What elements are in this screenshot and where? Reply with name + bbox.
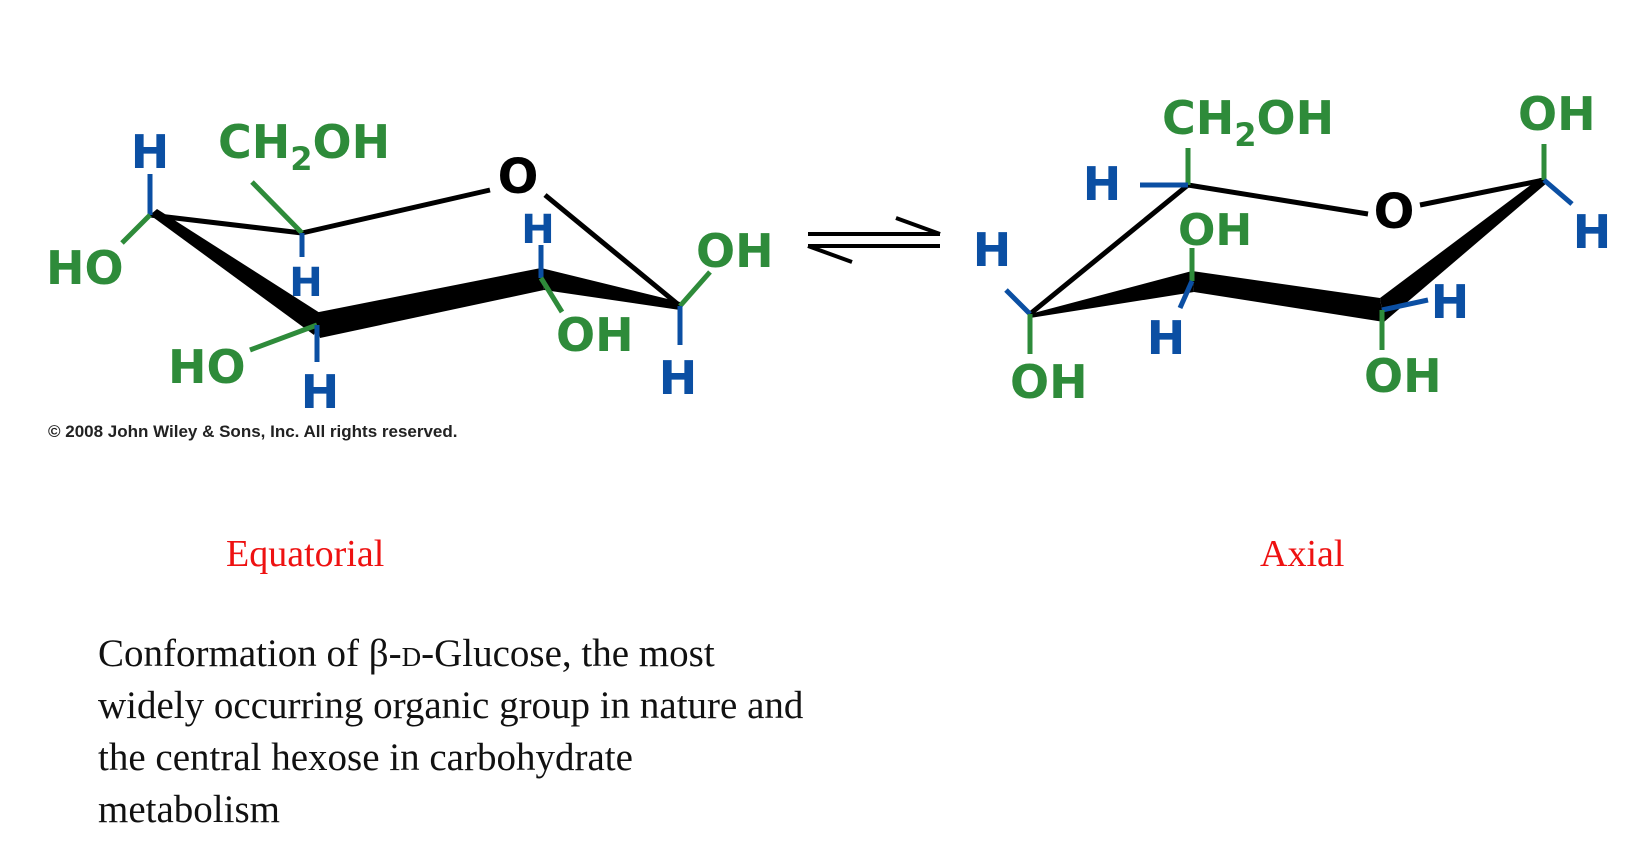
caption-part-1: Conformation of β- — [98, 632, 402, 675]
caption-part-2: -Glucose, the most widely occurring orga… — [98, 632, 804, 831]
subscript-2: 2 — [1234, 116, 1256, 154]
forward-arrow-head — [895, 216, 941, 236]
ch-part: CH — [1162, 91, 1234, 145]
hydrogen-label: H — [1431, 275, 1470, 329]
hydroxyl-label: HO — [168, 340, 246, 394]
bond-green — [120, 213, 152, 245]
ring-bond — [1419, 177, 1545, 208]
copyright-notice: © 2008 John Wiley & Sons, Inc. All right… — [48, 422, 458, 441]
ring-bond — [1187, 182, 1369, 217]
bond-green — [250, 180, 304, 235]
subscript-2: 2 — [290, 140, 312, 178]
axial-structure: CH2OH OH H OH O H H H H OH OH — [973, 87, 1612, 409]
caption-small-caps-d: d — [401, 632, 422, 675]
hydrogen-label: H — [973, 223, 1012, 277]
ch-part: CH — [218, 115, 290, 169]
bond-blue — [1004, 288, 1032, 316]
bond-green — [678, 270, 712, 308]
wedge-bond — [541, 268, 680, 310]
ring-bond — [149, 212, 303, 236]
bond-blue — [1177, 279, 1195, 310]
hydroxyl-label: HO — [46, 241, 124, 295]
hydrogen-label: H — [1573, 205, 1612, 259]
ring-oxygen-label: O — [498, 149, 539, 205]
ring-bond — [543, 193, 682, 308]
bond-blue — [1542, 178, 1574, 206]
ring-bond — [1028, 183, 1190, 316]
oh-part: OH — [1257, 91, 1335, 145]
hydrogen-label: H — [289, 260, 322, 306]
equatorial-label: Equatorial — [226, 533, 385, 575]
bond-green — [538, 276, 565, 314]
ring-oxygen-label: O — [1374, 184, 1415, 240]
reverse-arrow-head — [807, 244, 853, 264]
wedge-bond — [314, 268, 544, 338]
hydrogen-label: H — [521, 207, 554, 253]
wedge-bond — [1030, 271, 1194, 318]
hydrogen-label: H — [301, 365, 340, 419]
hydroxyl-label: OH — [1178, 205, 1252, 256]
equatorial-structure: H HO CH2OH H O H OH HO H OH H — [46, 115, 774, 419]
hydroxyl-label: OH — [1010, 355, 1088, 409]
wedge-bond — [1192, 271, 1384, 322]
hydrogen-label: H — [1083, 157, 1122, 211]
bond-green — [249, 322, 318, 353]
hydroxyl-label: OH — [556, 308, 634, 362]
hydrogen-label: H — [131, 125, 170, 179]
wedge-bond — [1380, 178, 1548, 322]
oh-part: OH — [313, 115, 391, 169]
hydrogen-label: H — [1147, 311, 1186, 365]
hydroxyl-label: OH — [696, 224, 774, 278]
wedge-bond — [150, 209, 320, 335]
equilibrium-arrows — [807, 216, 941, 264]
hydroxyl-label: OH — [1518, 87, 1596, 141]
caption-text: Conformation of β-d-Glucose, the most wi… — [98, 628, 818, 836]
bond-blue — [1381, 297, 1429, 313]
hydroxyl-label: OH — [1364, 349, 1442, 403]
hydroxymethyl-label: CH2OH — [1162, 91, 1334, 154]
ring-bond — [301, 187, 491, 236]
hydroxymethyl-label: CH2OH — [218, 115, 390, 178]
hydrogen-label: H — [659, 351, 698, 405]
axial-label: Axial — [1260, 533, 1345, 575]
